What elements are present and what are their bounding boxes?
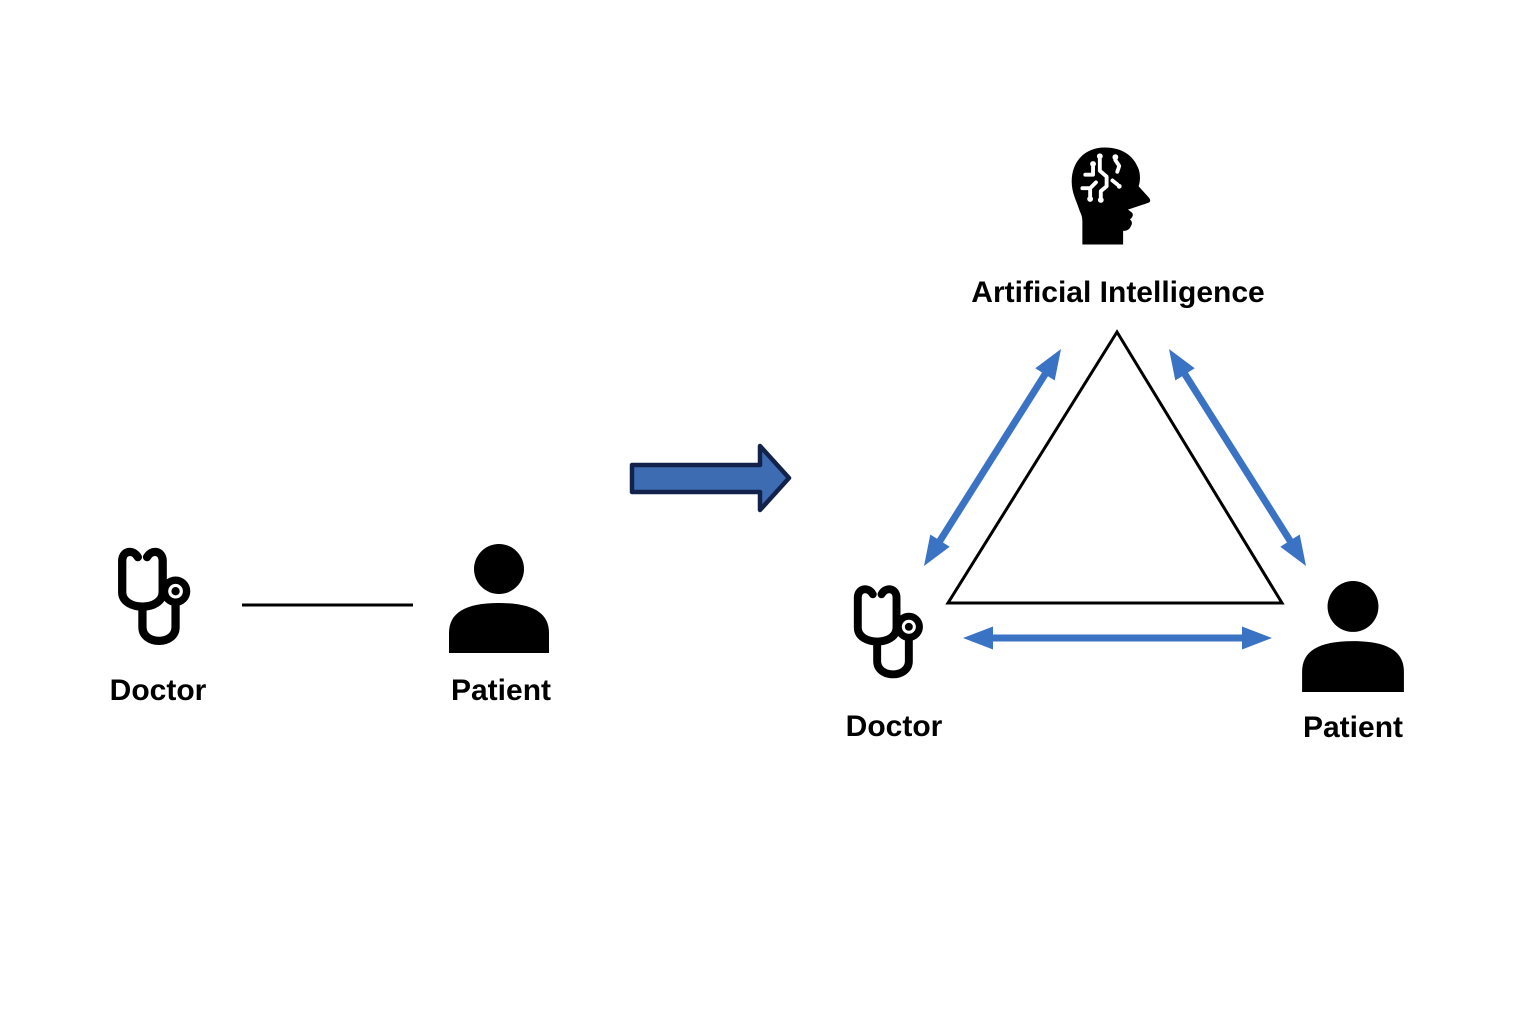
ai-label: Artificial Intelligence [971,276,1265,309]
relationship-triangle [945,329,1285,605]
doctor-ai-double-arrow-icon [924,349,1061,566]
ai-brain-head-icon [1071,147,1151,245]
stethoscope-icon [853,585,923,679]
stethoscope-icon [118,547,191,645]
before-doctor-label: Doctor [109,674,207,707]
after-patient-label: Patient [1302,711,1404,744]
doctor-patient-double-arrow-icon [963,626,1272,650]
person-icon [1302,581,1404,692]
person-icon [449,544,549,653]
before-patient-label: Patient [450,674,552,707]
ai-patient-double-arrow-icon [1169,349,1306,566]
after-doctor-label: Doctor [845,710,943,743]
block-right-arrow-icon [629,443,792,513]
